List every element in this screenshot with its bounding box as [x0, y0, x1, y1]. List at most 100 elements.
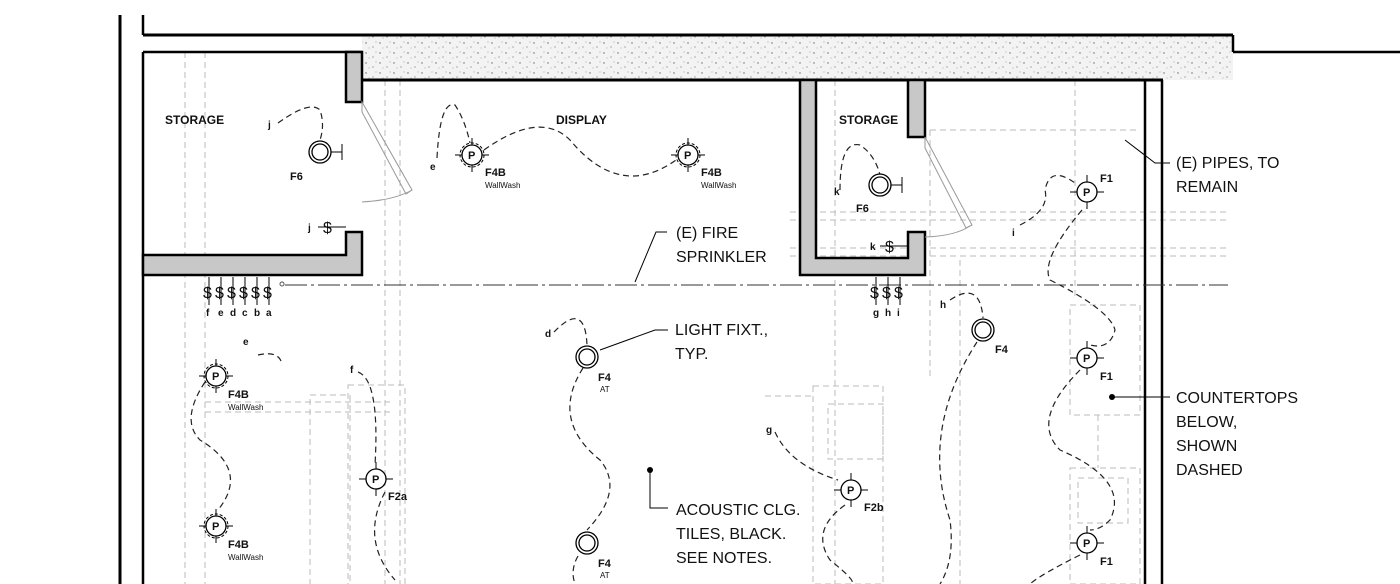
- fixture-label: F4B: [228, 389, 249, 401]
- switch-label: b: [254, 308, 260, 319]
- switch-symbol[interactable]: $: [215, 285, 224, 302]
- switch-symbol[interactable]: $: [894, 285, 903, 302]
- svg-text:$: $: [885, 239, 894, 256]
- svg-text:(E) FIRE: (E) FIRE: [676, 225, 738, 242]
- note-fire-sprinkler: (E) FIRE SPRINKLER: [634, 225, 767, 283]
- svg-text:ACOUSTIC CLG.: ACOUSTIC CLG.: [676, 502, 800, 519]
- fixture-note: WallWash: [228, 403, 263, 412]
- switch-symbol[interactable]: $: [870, 285, 879, 302]
- svg-text:j: j: [307, 223, 311, 234]
- switch-label: a: [266, 308, 272, 319]
- svg-text:j: j: [267, 120, 271, 131]
- switch-bank-left[interactable]: $f$e$d$c$b$a: [203, 277, 272, 319]
- fixture-label: F4B: [701, 167, 722, 179]
- switch-label: d: [230, 308, 236, 319]
- circuit-wiring: [190, 104, 1116, 584]
- fixture-label: F2b: [864, 502, 884, 514]
- p-icon: P: [1083, 353, 1090, 365]
- switch-label: h: [885, 308, 891, 319]
- fixture-f4b-left-1[interactable]: P F4B WallWash: [199, 359, 263, 412]
- fixture-label: F2a: [388, 491, 408, 503]
- fixture-f1-2[interactable]: P F1: [1069, 340, 1113, 383]
- svg-text:h: h: [940, 300, 946, 311]
- switch-symbol[interactable]: $: [203, 285, 212, 302]
- fixture-f4b-left-2[interactable]: P F4B WallWash: [199, 509, 263, 562]
- svg-text:SEE NOTES.: SEE NOTES.: [676, 550, 772, 567]
- svg-text:$: $: [323, 220, 332, 237]
- svg-text:d: d: [545, 329, 551, 340]
- switch-symbol[interactable]: $: [251, 285, 260, 302]
- fixture-f2b[interactable]: P F2b: [833, 472, 884, 514]
- svg-text:e: e: [430, 162, 436, 173]
- fixture-f4b-display-1[interactable]: P F4B WallWash: [455, 138, 520, 190]
- walls: [118, 15, 1400, 584]
- switch-label: c: [242, 308, 248, 319]
- p-icon: P: [372, 474, 379, 486]
- note-light-fixture: LIGHT FIXT., TYP.: [599, 322, 768, 363]
- fixture-note: WallWash: [485, 181, 520, 190]
- fixture-note: WallWash: [228, 553, 263, 562]
- svg-text:COUNTERTOPS: COUNTERTOPS: [1176, 390, 1298, 407]
- fixture-label: F4B: [485, 167, 506, 179]
- fixture-label: F4: [598, 372, 612, 384]
- fixture-label: F4: [598, 558, 612, 570]
- p-icon: P: [1083, 538, 1090, 550]
- fixture-label: F1: [1100, 556, 1113, 568]
- svg-text:i: i: [1012, 228, 1015, 239]
- fixture-label: F1: [1100, 173, 1113, 185]
- svg-text:SPRINKLER: SPRINKLER: [676, 249, 767, 266]
- switch-j[interactable]: $: [318, 220, 346, 237]
- svg-text:TYP.: TYP.: [675, 346, 709, 363]
- switch-k[interactable]: $: [880, 239, 908, 256]
- fixture-label: F4B: [228, 539, 249, 551]
- p-icon: P: [847, 485, 854, 497]
- svg-text:DASHED: DASHED: [1176, 462, 1243, 479]
- svg-text:k: k: [834, 187, 840, 198]
- svg-text:LIGHT FIXT.,: LIGHT FIXT.,: [675, 322, 768, 339]
- svg-text:BELOW,: BELOW,: [1176, 414, 1237, 431]
- svg-text:TILES, BLACK.: TILES, BLACK.: [676, 526, 786, 543]
- switch-symbol[interactable]: $: [227, 285, 236, 302]
- svg-text:e: e: [243, 337, 249, 348]
- p-icon: P: [212, 521, 219, 533]
- fixture-note: AT: [600, 385, 610, 394]
- fixture-f2a[interactable]: P F2a: [358, 461, 408, 503]
- fixture-f1-1[interactable]: P F1: [1069, 173, 1113, 210]
- switch-symbol[interactable]: $: [239, 285, 248, 302]
- note-pipes: (E) PIPES, TO REMAIN: [1124, 139, 1279, 196]
- switch-label: f: [206, 308, 210, 319]
- fixture-f4-2[interactable]: F4 AT: [575, 531, 612, 580]
- fixture-label: F6: [856, 203, 869, 215]
- fixture-f4-1[interactable]: F4 AT: [575, 345, 612, 394]
- p-icon: P: [212, 371, 219, 383]
- svg-text:(E) PIPES, TO: (E) PIPES, TO: [1176, 155, 1279, 172]
- room-label-storage-right: STORAGE: [839, 113, 898, 127]
- switch-bank-right[interactable]: $g$h$i: [870, 277, 903, 319]
- fixture-label: F4: [995, 344, 1009, 356]
- svg-text:g: g: [766, 425, 772, 436]
- switch-label: g: [873, 308, 879, 319]
- fixture-f4-3[interactable]: F4: [971, 318, 1009, 356]
- fixture-f6-left[interactable]: F6: [290, 140, 343, 183]
- fixture-note: WallWash: [701, 181, 736, 190]
- note-acoustic-ceiling: ACOUSTIC CLG. TILES, BLACK. SEE NOTES.: [647, 467, 800, 567]
- svg-text:SHOWN: SHOWN: [1176, 438, 1237, 455]
- concrete-beam: [362, 35, 1233, 80]
- fixture-f6-right[interactable]: F6: [856, 173, 903, 215]
- room-label-storage-left: STORAGE: [165, 113, 224, 127]
- note-countertops: COUNTERTOPS BELOW, SHOWN DASHED: [1109, 390, 1298, 479]
- room-label-display: DISPLAY: [556, 113, 607, 127]
- switch-label: e: [218, 308, 224, 319]
- switch-label: i: [897, 308, 900, 319]
- fixture-label: F6: [290, 171, 303, 183]
- p-icon: P: [684, 150, 691, 162]
- fixture-f4b-display-2[interactable]: P F4B WallWash: [671, 138, 736, 190]
- svg-text:REMAIN: REMAIN: [1176, 179, 1238, 196]
- fixture-label: F1: [1100, 371, 1113, 383]
- svg-text:f: f: [350, 365, 354, 376]
- fixture-note: AT: [600, 571, 610, 580]
- switch-symbol[interactable]: $: [882, 285, 891, 302]
- switch-symbol[interactable]: $: [263, 285, 272, 302]
- fixture-f1-3[interactable]: P F1: [1069, 525, 1113, 568]
